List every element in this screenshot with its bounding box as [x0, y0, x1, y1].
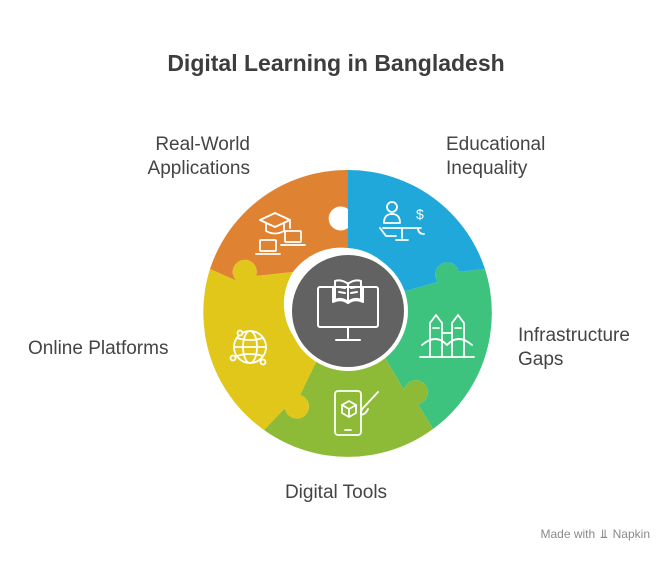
segment-infrastructure [384, 262, 492, 429]
graduation-laptop-icon [255, 212, 306, 255]
label-real-world-line-1: Real-World [155, 134, 250, 155]
diagram-title: Digital Learning in Bangladesh [167, 50, 505, 76]
svg-text:$: $ [416, 206, 424, 222]
label-digital-tools-line-1: Digital Tools [284, 482, 388, 503]
credit-brand: Napkin [612, 527, 650, 541]
segment-digital-tools [264, 356, 433, 457]
label-infrastructure-line-2: Gaps [518, 349, 564, 370]
label-educational: Educational Inequality [446, 133, 545, 181]
segment-online-platforms [203, 259, 318, 430]
label-real-world-line-2: Applications [147, 158, 250, 179]
label-online-platforms-line-1: Online Platforms [28, 338, 169, 359]
center-hub [288, 251, 408, 371]
label-educational-line-2: Inequality [446, 158, 528, 179]
label-educational-line-1: Educational [446, 134, 546, 155]
phone-brush-icon [334, 390, 379, 436]
credit-made-with: Made with [540, 527, 596, 541]
label-online-platforms: Online Platforms [28, 337, 168, 361]
napkin-credit[interactable]: Made with ⫫ Napkin [541, 527, 651, 542]
globe-network-icon [229, 329, 267, 366]
label-infrastructure-line-1: Infrastructure [518, 325, 630, 346]
bridge-icon [419, 314, 475, 358]
segment-educational [348, 169, 485, 292]
napkin-logo-icon: ⫫ [600, 527, 608, 541]
monitor-book-icon [317, 279, 379, 341]
label-real-world: Real-World Applications [110, 133, 250, 181]
label-digital-tools: Digital Tools [0, 481, 672, 505]
label-infrastructure: Infrastructure Gaps [518, 324, 630, 372]
scales-dollar-icon: $ [379, 201, 425, 241]
